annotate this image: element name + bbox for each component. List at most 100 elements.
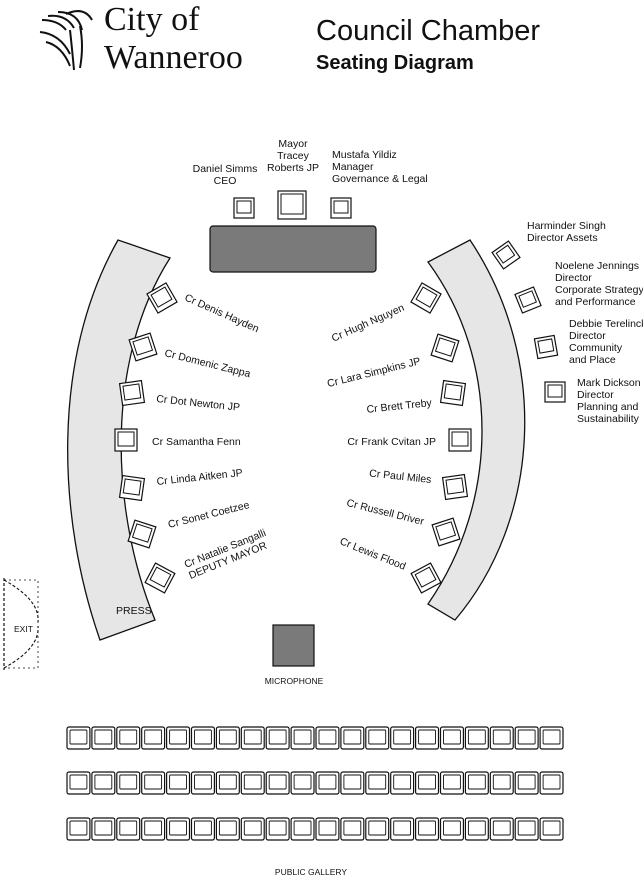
label-newton: Cr Dot Newton JP xyxy=(156,393,241,414)
gallery-seat-icon xyxy=(190,771,215,795)
gallery-seat-icon xyxy=(141,726,166,750)
gallery-seat-icon xyxy=(489,817,514,841)
gallery-seat-icon xyxy=(415,771,440,795)
chair-fenn-icon xyxy=(114,428,138,452)
gallery-seat-icon xyxy=(116,817,141,841)
label-aitken: Cr Linda Aitken JP xyxy=(156,467,243,488)
microphone-stand xyxy=(272,624,315,667)
gallery-row xyxy=(66,771,564,795)
gallery-seat-icon xyxy=(340,771,365,795)
chair-coetzee-icon xyxy=(127,519,157,549)
chair-treby-icon xyxy=(439,379,467,407)
gallery-seat-icon xyxy=(464,771,489,795)
gallery-seat-icon xyxy=(116,726,141,750)
chair-terelinck-icon xyxy=(533,334,559,360)
chair-singh-icon xyxy=(491,240,521,270)
chair-aitken-icon xyxy=(118,474,146,502)
gallery-seat-icon xyxy=(390,817,415,841)
gallery-seat-icon xyxy=(415,817,440,841)
chair-miles-icon xyxy=(441,473,469,501)
gallery-seat-icon xyxy=(215,771,240,795)
gallery-seat-icon xyxy=(215,817,240,841)
gallery-seat-icon xyxy=(390,771,415,795)
gallery-seat-icon xyxy=(91,817,116,841)
gallery-seat-icon xyxy=(340,726,365,750)
gallery-row xyxy=(66,817,564,841)
label-driver: Cr Russell Driver xyxy=(345,497,425,528)
exit-label: EXIT xyxy=(14,624,33,634)
head-table xyxy=(209,225,377,273)
exit-door xyxy=(3,578,39,670)
chair-zappa-icon xyxy=(128,332,158,362)
gallery-seat-icon xyxy=(265,817,290,841)
gallery-seat-icon xyxy=(66,817,91,841)
gallery-seat-icon xyxy=(240,726,265,750)
gallery-seat-icon xyxy=(539,771,564,795)
head-table-seats xyxy=(233,190,352,220)
gallery-seat-icon xyxy=(166,726,191,750)
gallery-seat-icon xyxy=(489,726,514,750)
chair-manager-icon xyxy=(330,197,352,219)
logo: City of Wanneroo xyxy=(39,1,243,76)
chair-ceo-icon xyxy=(233,197,255,219)
gallery-seat-icon xyxy=(464,817,489,841)
chair-flood-icon xyxy=(410,562,442,594)
label-nguyen: Cr Hugh Nguyen xyxy=(330,302,406,345)
gallery-seat-icon xyxy=(265,726,290,750)
chair-dickson-icon xyxy=(544,381,566,403)
gallery-seat-icon xyxy=(340,817,365,841)
label-cvitan: Cr Frank Cvitan JP xyxy=(347,436,436,448)
gallery-seat-icon xyxy=(315,726,340,750)
gallery-seat-icon xyxy=(166,771,191,795)
chair-nguyen-icon xyxy=(410,282,442,314)
label-treby: Cr Brett Treby xyxy=(366,397,433,416)
gallery-seat-icon xyxy=(116,771,141,795)
gallery-row xyxy=(66,726,564,750)
gallery-seat-icon xyxy=(315,771,340,795)
gallery-seat-icon xyxy=(489,771,514,795)
gallery-seat-icon xyxy=(415,726,440,750)
gallery-seat-icon xyxy=(365,817,390,841)
gallery-seat-icon xyxy=(240,817,265,841)
label-hayden: Cr Denis Hayden xyxy=(183,292,261,336)
chair-jennings-icon xyxy=(514,286,542,314)
chair-newton-icon xyxy=(118,379,146,407)
gallery-seat-icon xyxy=(66,726,91,750)
gallery-seat-icon xyxy=(514,771,539,795)
gallery-seat-icon xyxy=(514,817,539,841)
gallery-seat-icon xyxy=(265,771,290,795)
label-zappa: Cr Domenic Zappa xyxy=(163,347,252,380)
label-coetzee: Cr Sonet Coetzee xyxy=(167,499,251,531)
gallery-seat-icon xyxy=(365,726,390,750)
gallery-seat-icon xyxy=(240,771,265,795)
label-miles: Cr Paul Miles xyxy=(369,468,432,486)
public-gallery-seating xyxy=(66,726,564,841)
gallery-seat-icon xyxy=(141,771,166,795)
gallery-seat-icon xyxy=(439,771,464,795)
gallery-seat-icon xyxy=(290,771,315,795)
chair-cvitan-icon xyxy=(448,428,472,452)
gallery-seat-icon xyxy=(141,817,166,841)
press-label: PRESS xyxy=(116,605,152,617)
logo-line-2: Wanneroo xyxy=(104,39,243,76)
chair-driver-icon xyxy=(431,517,461,547)
right-curved-desk xyxy=(427,239,526,621)
label-flood: Cr Lewis Flood xyxy=(338,535,408,572)
gallery-seat-icon xyxy=(390,726,415,750)
logo-line-1: City of xyxy=(104,1,200,38)
chair-mayor-icon xyxy=(277,190,307,220)
gallery-seat-icon xyxy=(539,817,564,841)
label-fenn: Cr Samantha Fenn xyxy=(152,436,241,448)
gallery-seat-icon xyxy=(91,771,116,795)
page-subtitle: Seating Diagram xyxy=(316,52,474,74)
gallery-seat-icon xyxy=(315,817,340,841)
